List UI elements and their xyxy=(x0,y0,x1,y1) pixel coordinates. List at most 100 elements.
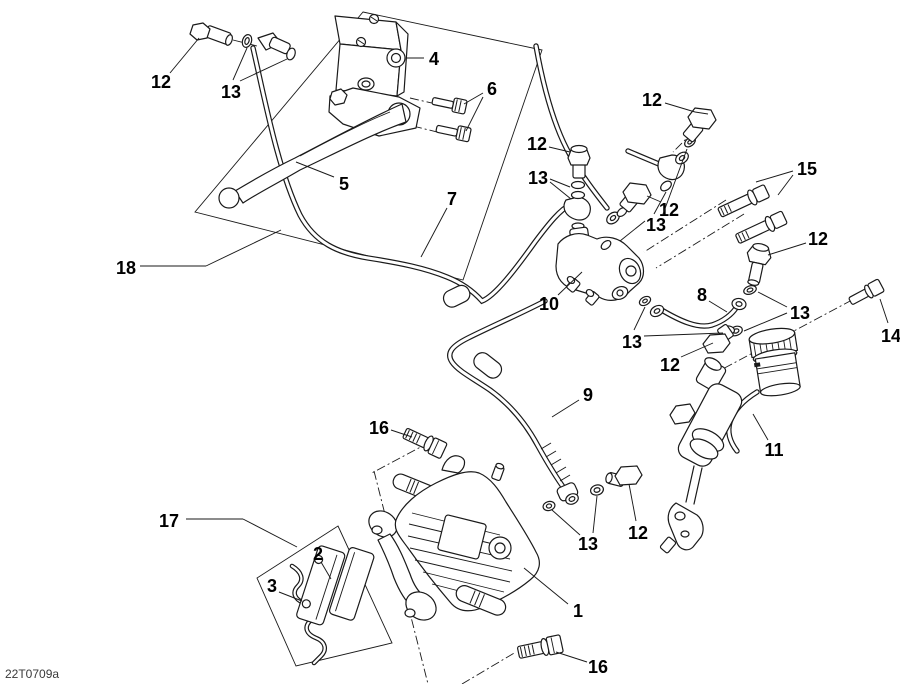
leader-line-13 xyxy=(239,58,288,82)
callout-16-26: 16 xyxy=(588,657,608,677)
leader-line-13 xyxy=(549,181,572,200)
front-banjo-fitting xyxy=(189,22,296,61)
callout-12-13: 12 xyxy=(808,229,828,249)
callout-18-6: 18 xyxy=(116,258,136,278)
bleeder-screws xyxy=(566,275,600,306)
callout-13-19: 13 xyxy=(622,332,642,352)
cover-screw-icon xyxy=(355,13,380,48)
bolt-12-right xyxy=(729,242,772,337)
leader-line-12 xyxy=(664,102,696,113)
leader-line-15 xyxy=(755,170,794,183)
leader-line-12 xyxy=(628,483,637,522)
leader-line-13 xyxy=(592,495,598,534)
leader-line-3 xyxy=(278,591,303,602)
brake-hose-7 xyxy=(250,45,574,308)
leader-line-13 xyxy=(662,148,688,215)
callout-2-28: 2 xyxy=(313,544,323,564)
leader-line-13 xyxy=(551,509,581,536)
callout-13-14: 13 xyxy=(790,303,810,323)
diagram-code: 22T0709a xyxy=(5,667,59,681)
callout-14-15: 14 xyxy=(881,326,900,346)
brake-hose-9 xyxy=(447,298,571,494)
brake-hose-8 xyxy=(638,295,747,354)
pump-body xyxy=(659,357,743,554)
callout-4-2: 4 xyxy=(429,49,439,69)
leader-line-2 xyxy=(320,561,332,580)
banjo-bolt-12-a xyxy=(682,107,717,143)
leader-line-7 xyxy=(420,207,448,258)
leader-line-15 xyxy=(777,174,794,196)
socket-screws-6 xyxy=(431,97,472,143)
bleeder-nipple xyxy=(491,462,505,482)
callout-12-22: 12 xyxy=(628,523,648,543)
callout-12-10: 12 xyxy=(659,200,679,220)
rear-master-cylinder-11 xyxy=(659,327,801,554)
callout-17-27: 17 xyxy=(159,511,179,531)
leader-line-17 xyxy=(242,518,298,548)
leader-line-6 xyxy=(465,96,484,132)
callout-13-1: 13 xyxy=(221,82,241,102)
leader-line-16 xyxy=(555,651,588,663)
bolt-14 xyxy=(848,278,885,305)
leader-line-13 xyxy=(643,332,724,337)
leader-line-8 xyxy=(708,300,728,313)
leader-line-16 xyxy=(390,429,413,438)
brake-pads-2 xyxy=(296,545,375,626)
callout-12-8: 12 xyxy=(527,134,547,154)
bolt-16-bottom xyxy=(517,634,564,659)
leader-line-13 xyxy=(549,178,571,188)
callout-15-12: 15 xyxy=(797,159,817,179)
leader-line-10 xyxy=(557,271,583,296)
leader-line-13 xyxy=(653,191,667,215)
callout-16-25: 16 xyxy=(369,418,389,438)
callout-7-5: 7 xyxy=(447,189,457,209)
leader-line-12 xyxy=(548,146,571,153)
leader-line-6 xyxy=(463,92,484,105)
callout-13-23: 13 xyxy=(578,534,598,554)
callout-8-16: 8 xyxy=(697,285,707,305)
callout-12-18: 12 xyxy=(660,355,680,375)
leader-line-13 xyxy=(743,312,788,332)
callout-1-24: 1 xyxy=(573,601,583,621)
leader-line-12 xyxy=(680,342,714,358)
bolts-15 xyxy=(717,184,788,244)
junction-block-10 xyxy=(555,144,645,306)
leader-line-12 xyxy=(169,37,200,74)
top-right-banjo-cluster xyxy=(619,107,717,213)
callout-3-29: 3 xyxy=(267,576,277,596)
leader-line-13 xyxy=(619,220,646,242)
leader-line-1 xyxy=(523,567,569,605)
bolt-12-top-left xyxy=(189,22,233,46)
leader-line-14 xyxy=(879,298,889,324)
callout-9-20: 9 xyxy=(583,385,593,405)
leader-line-11 xyxy=(752,413,769,441)
callout-10-17: 10 xyxy=(539,294,559,314)
leader-line-9 xyxy=(551,399,580,418)
callout-5-4: 5 xyxy=(339,174,349,194)
guide-pin-lower xyxy=(455,585,507,616)
leader-line-18 xyxy=(205,229,282,267)
leader-line-12 xyxy=(767,242,807,256)
callout-6-3: 6 xyxy=(487,79,497,99)
front-master-cylinder-4 xyxy=(218,13,421,209)
leader-line-13 xyxy=(232,47,248,81)
caliper-banjo-hardware xyxy=(542,465,643,512)
leader-line-13 xyxy=(757,291,788,308)
leader-line-5 xyxy=(295,161,335,178)
leader-line-12 xyxy=(646,195,662,203)
leader-line-13 xyxy=(633,306,646,331)
pads-kit-outline-17 xyxy=(256,525,393,667)
brake-caliper-1 xyxy=(392,455,540,616)
callout-11-21: 11 xyxy=(764,440,783,460)
banjo-bolt-12-d xyxy=(605,465,643,487)
reservoir xyxy=(748,327,801,397)
callout-12-0: 12 xyxy=(151,72,171,92)
caliper-bracket xyxy=(368,510,437,621)
hose-guide-tab xyxy=(441,455,466,474)
clamp-bolt-icon xyxy=(329,88,348,106)
callout-13-11: 13 xyxy=(646,215,666,235)
bolt-16-top xyxy=(402,427,448,459)
